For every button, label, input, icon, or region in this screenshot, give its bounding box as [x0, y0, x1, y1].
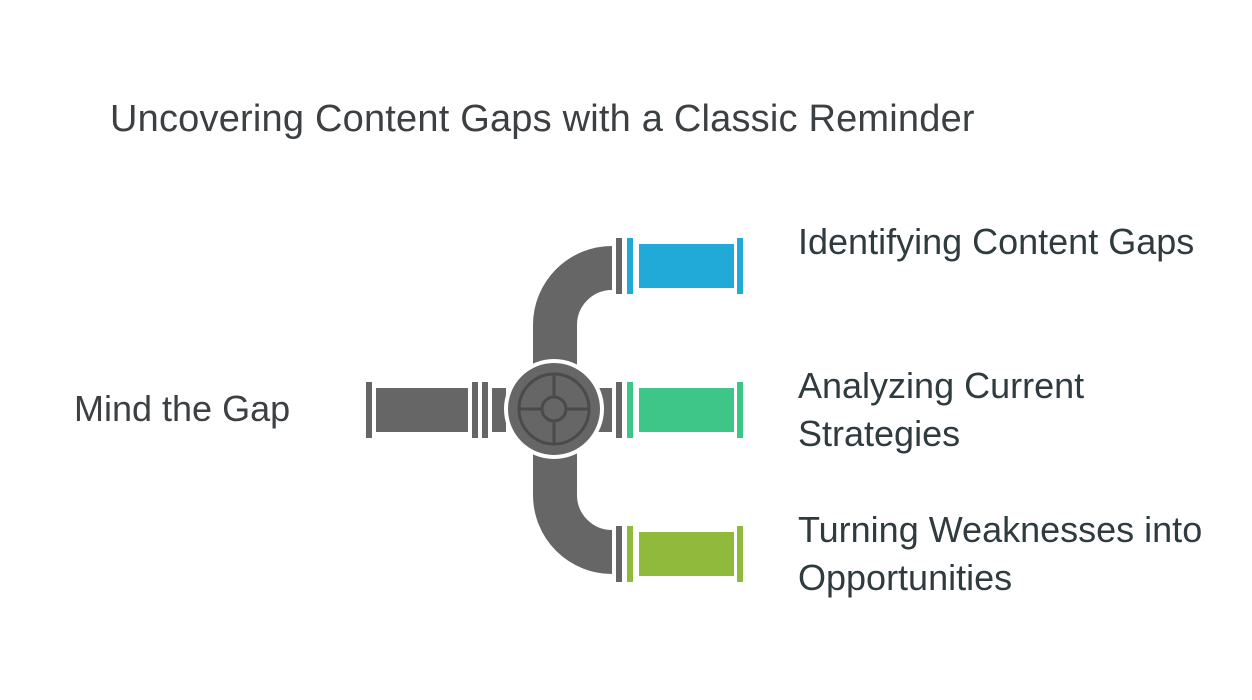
diagram-title: Uncovering Content Gaps with a Classic R… [110, 98, 975, 140]
branch-pipe-identifying [616, 238, 743, 294]
inlet-pipe [366, 382, 506, 438]
branch-label-turning: Turning Weaknesses into Opportunities [798, 509, 1203, 598]
branch-pipe-analyzing [616, 382, 743, 438]
source-label: Mind the Gap [74, 388, 291, 429]
branch-label-identifying: Identifying Content Gaps [798, 221, 1195, 262]
valve-wheel-icon [504, 359, 604, 459]
branch-label-analyzing: Analyzing Current Strategies [798, 365, 1085, 454]
branch-pipe-turning [616, 526, 743, 582]
